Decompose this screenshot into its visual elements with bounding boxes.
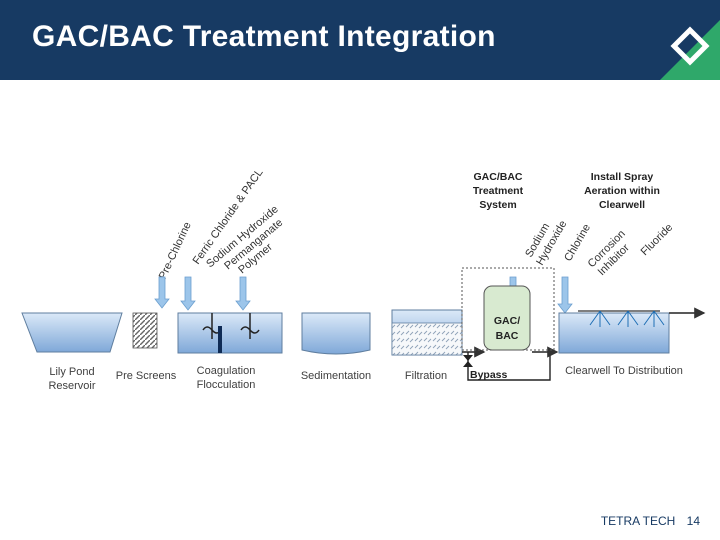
feed-arrow-clearwell	[557, 276, 573, 314]
feed-arrow-polymer	[235, 276, 251, 311]
coag-label-2: Flocculation	[197, 379, 256, 391]
bypass-label: Bypass	[470, 369, 508, 381]
svg-text:Treatment: Treatment	[473, 185, 524, 197]
gac-vessel-label-2: BAC	[496, 330, 519, 342]
svg-text:Clearwell: Clearwell	[599, 199, 645, 211]
fluoride-label: Fluoride	[639, 222, 676, 259]
prescreen-unit	[132, 312, 158, 349]
page-number: 14	[686, 514, 700, 528]
svg-text:GAC/BAC: GAC/BAC	[474, 171, 523, 183]
svg-text:Install Spray: Install Spray	[591, 171, 654, 183]
svg-text:Aeration within: Aeration within	[584, 185, 660, 197]
footer: TETRA TECH 14	[593, 514, 700, 528]
filtration-label: Filtration	[405, 370, 447, 382]
sedimentation-label: Sedimentation	[301, 370, 371, 382]
gac-bac-vessel	[483, 285, 531, 351]
clearwell-label: Clearwell To Distribution	[565, 365, 683, 377]
title-bar: GAC/BAC Treatment Integration	[0, 0, 720, 80]
unit-labels: Lily Pond Reservoir Pre Screens Coagulat…	[48, 365, 682, 392]
pre-chlorine-label: Pre-Chlorine	[157, 220, 194, 281]
sedimentation-basin	[301, 312, 371, 355]
feed-arrow-pre-chlorine	[154, 276, 170, 309]
spray-nozzles	[589, 310, 665, 327]
slide-title: GAC/BAC Treatment Integration	[32, 20, 496, 53]
clearwell-tank	[558, 312, 670, 354]
coag-label-1: Coagulation	[197, 365, 256, 377]
reservoir-label-2: Reservoir	[48, 380, 95, 392]
svg-text:System: System	[479, 199, 516, 211]
prescreens-label: Pre Screens	[116, 370, 177, 382]
baffle	[218, 326, 222, 353]
footer-company: TETRA TECH	[600, 514, 676, 528]
reservoir-basin	[21, 312, 123, 353]
tetra-tech-logo-icon	[660, 20, 720, 80]
feed-arrow-ferric	[180, 276, 196, 311]
gac-system-callout: GAC/BAC Treatment System	[473, 171, 524, 211]
gac-vessel-label-1: GAC/	[494, 315, 520, 327]
process-flow-diagram: Pre-Chlorine Ferric Chloride & PACL Sodi…	[21, 167, 706, 392]
coag-floc-tank	[177, 312, 283, 354]
spray-aeration-callout: Install Spray Aeration within Clearwell	[584, 171, 660, 211]
reservoir-label-1: Lily Pond	[49, 366, 94, 378]
